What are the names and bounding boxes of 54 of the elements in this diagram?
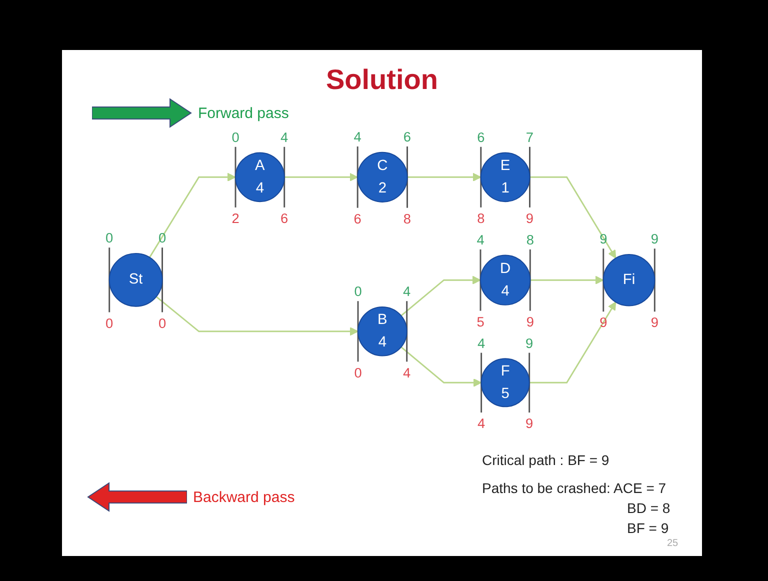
late-time-value: 0 xyxy=(158,316,166,331)
early-time-value: 9 xyxy=(650,232,658,247)
note-text: Paths to be crashed: ACE = 7 xyxy=(482,480,666,496)
arrow xyxy=(529,302,616,384)
early-time-value: 4 xyxy=(478,336,486,351)
early-time-value: 0 xyxy=(354,284,362,300)
late-time-value: 5 xyxy=(476,314,484,330)
late-time-value: 9 xyxy=(526,416,534,432)
early-time-value: 6 xyxy=(403,130,412,145)
activity-circle: C 2 xyxy=(357,152,408,202)
arrow xyxy=(407,172,482,182)
late-time-value: 4 xyxy=(478,416,486,432)
early-time-value: 6 xyxy=(477,130,485,145)
late-time-value: 9 xyxy=(650,315,658,330)
late-time-value: 6 xyxy=(354,211,362,226)
late-time-value: 2 xyxy=(232,211,240,226)
late-time-value: 6 xyxy=(280,211,288,226)
legend-text: Backward pass xyxy=(193,488,295,506)
activity-circle: F 5 xyxy=(480,358,530,408)
arrow xyxy=(400,276,481,316)
arrow xyxy=(530,276,604,284)
late-time-value: 8 xyxy=(477,211,485,226)
activity-circle: St xyxy=(108,252,163,307)
early-time-value: 7 xyxy=(526,130,534,145)
slide-title: Solution xyxy=(325,64,439,96)
arrow xyxy=(400,346,482,387)
activity-circle: E 1 xyxy=(480,152,530,202)
legend-text: Forward pass xyxy=(198,104,289,122)
activity-circle: Fi xyxy=(602,254,656,306)
late-time-value: 8 xyxy=(403,211,412,226)
late-time-value: 4 xyxy=(403,365,411,380)
late-time-value: 0 xyxy=(106,316,114,331)
note-text: Critical path : BF = 9 xyxy=(482,452,610,468)
arrow xyxy=(149,172,236,258)
note-text: BD = 8 xyxy=(627,500,670,516)
activity-circle: B 4 xyxy=(358,306,408,356)
early-time-value: 9 xyxy=(526,336,534,351)
late-time-value: 9 xyxy=(526,314,534,330)
early-time-value: 4 xyxy=(476,232,484,248)
early-time-value: 0 xyxy=(232,130,240,145)
early-time-value: 0 xyxy=(106,230,114,246)
activity-circle: D 4 xyxy=(480,254,531,306)
early-time-value: 8 xyxy=(526,232,534,248)
late-time-value: 9 xyxy=(526,211,534,226)
arrow xyxy=(156,296,358,336)
arrow xyxy=(284,172,358,182)
early-time-value: 4 xyxy=(403,284,411,300)
early-time-value: 4 xyxy=(354,130,362,145)
late-time-value: 0 xyxy=(354,365,362,380)
note-text: BF = 9 xyxy=(627,520,669,536)
activity-circle: A 4 xyxy=(235,152,285,202)
early-time-value: 4 xyxy=(280,130,288,145)
page-number: 25 xyxy=(667,538,678,549)
arrow xyxy=(530,176,616,259)
